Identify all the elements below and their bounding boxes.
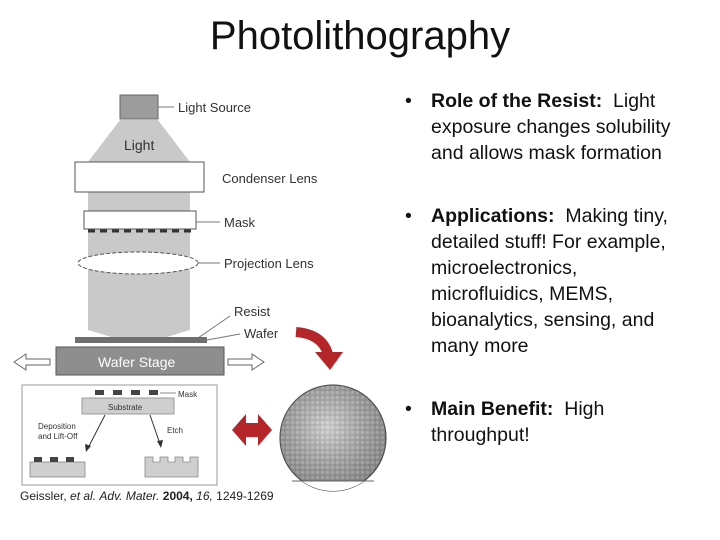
deposition-label-1: Deposition [38,422,76,431]
inset-mask-label: Mask [178,390,198,399]
stage-right-arrow [227,353,265,371]
bullet-dot-icon: • [405,398,412,420]
condenser-lens-label: Condenser Lens [222,171,318,186]
etch-label: Etch [167,426,183,435]
bullet-label: Main Benefit: [431,398,554,420]
bullet-text: throughput! [431,424,530,446]
wafer-stage-label: Wafer Stage [98,354,176,370]
wafer-label: Wafer [244,326,279,341]
projection-lens [77,251,199,275]
bullet-dot-icon: • [405,205,412,227]
bullet-label: Applications: [431,205,555,227]
wafer-photo [279,384,387,492]
light-source-box [119,94,159,120]
light-label: Light [124,137,154,153]
bullet-applications: • Applications: Making tiny, detailed st… [405,203,710,359]
condenser-lens [74,161,205,193]
bullet-text: microfluidics, MEMS, [431,283,614,305]
mask [83,210,197,230]
slide-title: Photolithography [209,14,511,58]
inset-substrate-label: Substrate [108,403,143,412]
citation-etal: et al. [70,489,97,503]
bullet-dot-icon: • [405,90,412,112]
light-source-label: Light Source [178,100,251,115]
citation: Geissler, et al. Adv. Mater. 2004, 16, 1… [20,489,274,503]
projection-lens-label: Projection Lens [224,256,314,271]
curved-arrow-icon [295,327,343,370]
bullet-text: bioanalytics, sensing, and [431,309,655,331]
citation-pages: 1249-1269 [216,489,274,503]
double-arrow-icon [232,414,272,446]
citation-year: 2004, [162,489,193,503]
bullet-text: microelectronics, [431,257,578,279]
citation-authors: Geissler, [20,489,67,503]
bullet-text: High [564,398,605,420]
stage-left-arrow [13,353,51,371]
resist-label: Resist [234,304,271,319]
bullet-role-of-resist: • Role of the Resist: Light exposure cha… [405,88,710,166]
bullet-text: Making tiny, [565,205,668,227]
bullet-text: Light [613,90,656,112]
deposition-label-2: and Lift-Off [38,432,78,441]
citation-volume: 16, [196,489,213,503]
bullet-text: many more [431,335,529,357]
wafer-stage [55,346,225,376]
wafer [75,337,207,343]
citation-journal: Adv. Mater. [99,489,160,503]
inset-substrate [81,397,175,415]
bullet-text: detailed stuff! For example, [431,231,666,253]
bullet-main-benefit: • Main Benefit: High throughput! [405,396,710,448]
bullet-label: Role of the Resist: [431,90,603,112]
process-inset: Mask Substrate Deposition and Lift-Off E… [21,384,218,486]
bullet-text: and allows mask formation [431,142,662,164]
mask-label: Mask [224,215,256,230]
bullet-text: exposure changes solubility [431,116,671,138]
